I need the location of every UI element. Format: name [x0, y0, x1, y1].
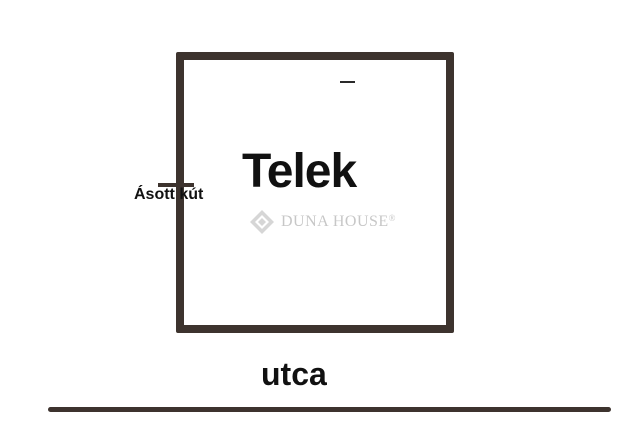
street-line: [48, 407, 611, 412]
plot-marker-dash: [340, 81, 355, 83]
watermark-text: DUNA HOUSE®: [281, 213, 397, 230]
well-marker: [158, 183, 194, 187]
well-label: Ásott kút: [134, 186, 204, 203]
plot-outline: [176, 52, 454, 333]
watermark: DUNA HOUSE®: [249, 208, 396, 236]
plot-label: Telek: [242, 145, 357, 198]
street-label: utca: [261, 356, 327, 392]
duna-house-logo-icon: [250, 210, 274, 234]
